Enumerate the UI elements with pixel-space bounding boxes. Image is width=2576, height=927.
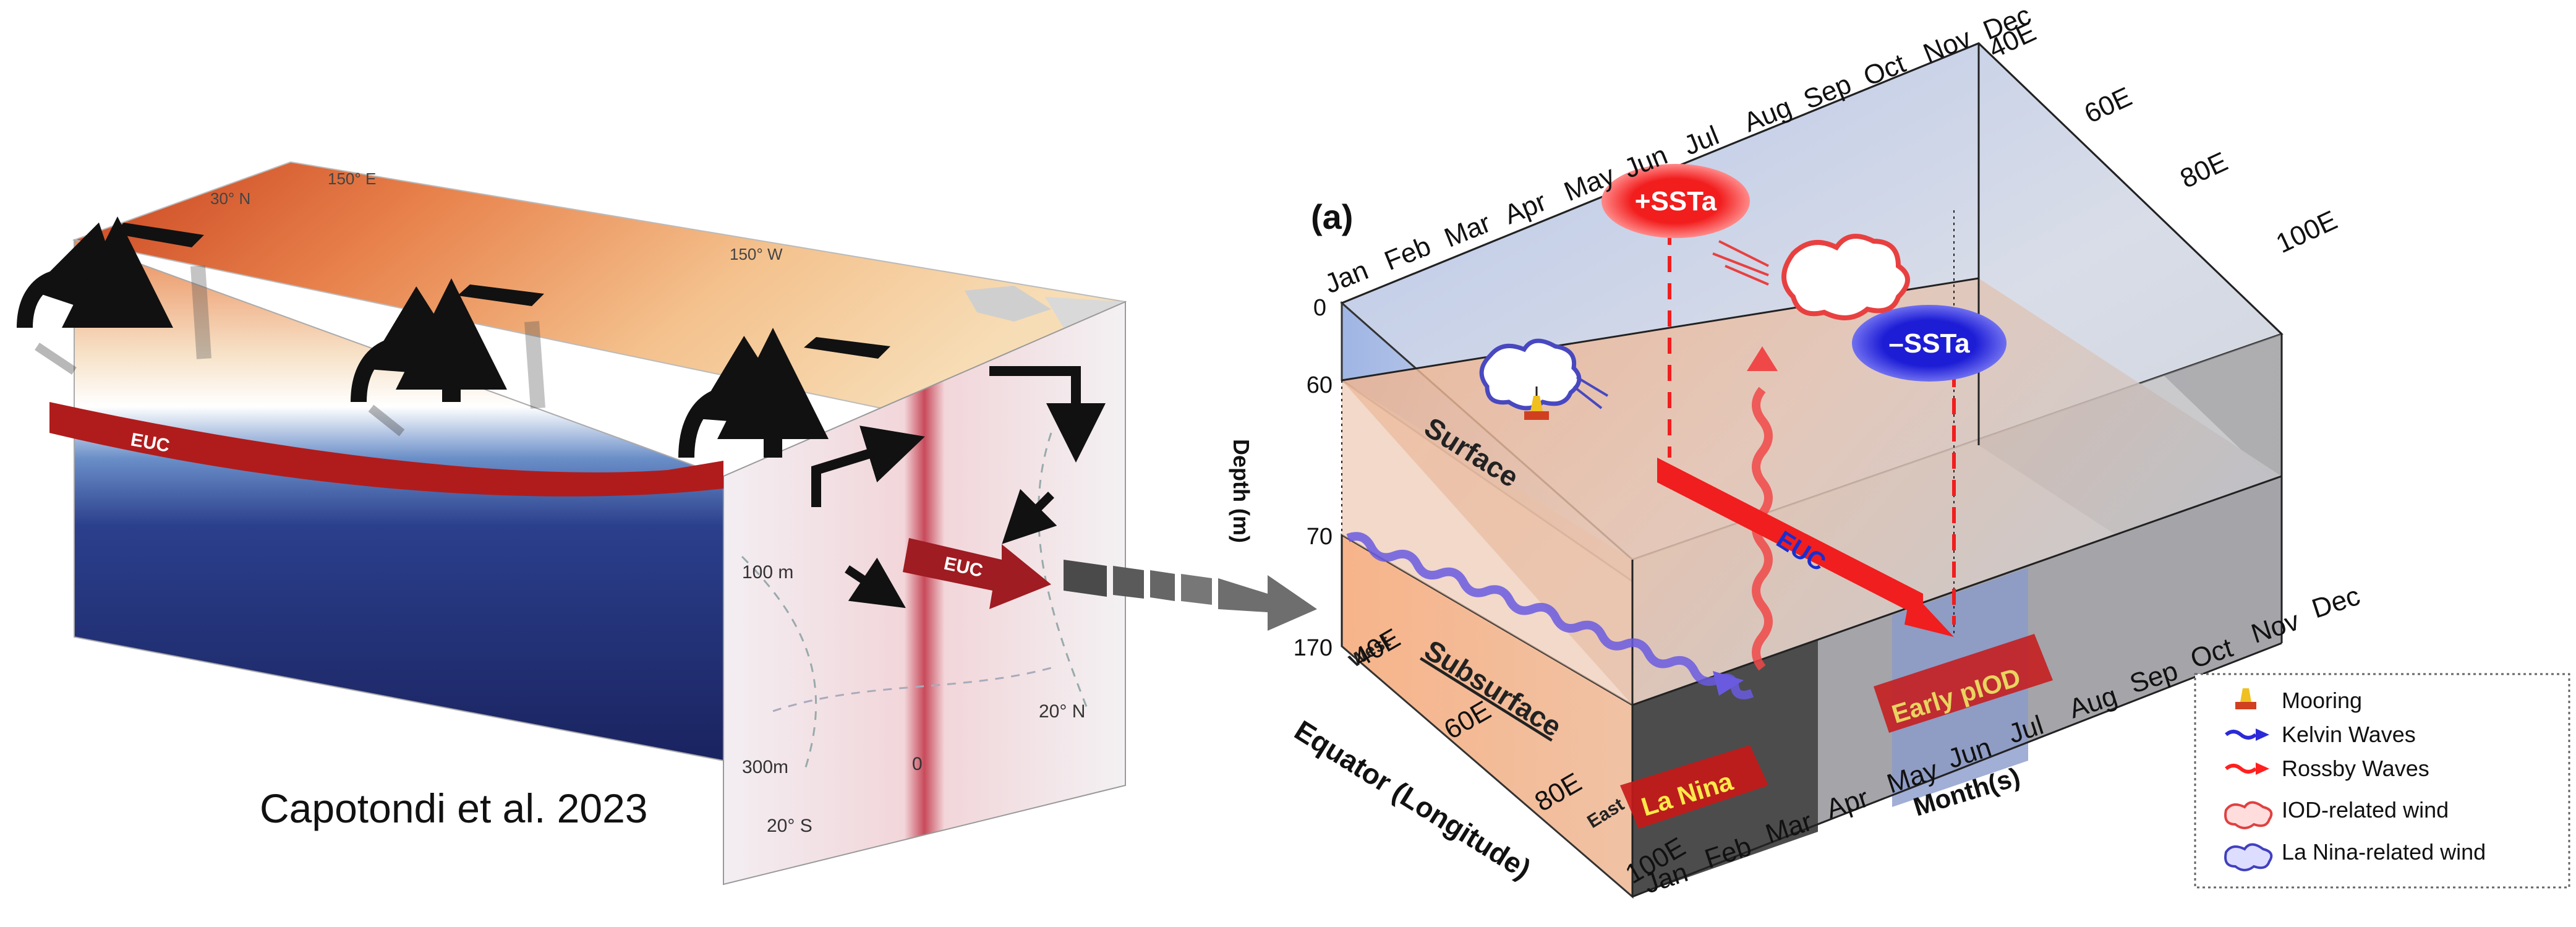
lat-label-north: 30° N — [210, 189, 250, 208]
legend-lanina-label: La Nina-related wind — [2282, 839, 2486, 865]
depth-tick-60: 60 — [1307, 372, 1333, 398]
wind-bar — [114, 223, 204, 247]
kelvin-wave — [1346, 532, 1754, 699]
euc-band — [49, 402, 723, 497]
legend-mooring-label: Mooring — [2282, 688, 2362, 713]
la-nina-box — [1620, 745, 1768, 829]
lon-right-label-1: 60E — [2080, 82, 2137, 129]
legend: Mooring Kelvin Waves Rossby Waves IOD-re… — [2194, 673, 2570, 889]
month-bottom-label-11: Dec — [2308, 581, 2364, 625]
euc-arrow — [903, 538, 1051, 609]
dotted-guides — [1341, 210, 2282, 637]
depth-tick-70: 70 — [1307, 524, 1333, 550]
legend-kelvin-label: Kelvin Waves — [2282, 722, 2416, 747]
depth-100-label: 100 m — [742, 562, 793, 583]
wind-bar — [804, 337, 890, 359]
depth-300-label: 300m — [742, 757, 788, 777]
lat-20s-label: 20° S — [767, 816, 812, 836]
legend-kelvin-icon — [2225, 728, 2269, 741]
lat-0-label: 0 — [912, 754, 923, 774]
cell-arrow — [1002, 489, 1057, 544]
euc-bar — [1657, 458, 1923, 618]
legend-lanina-cloud-icon — [2224, 843, 2273, 871]
isoline — [772, 667, 1052, 712]
cell-arrow — [845, 557, 906, 609]
depth-axis-label: Depth (m) — [1229, 439, 1254, 543]
meridional-section — [723, 301, 1126, 886]
land-patch — [965, 286, 1051, 322]
pos-ssta-ellipse — [1601, 164, 1750, 238]
rossby-wave-head — [1747, 346, 1778, 371]
neg-ssta-label: –SSTa — [1888, 328, 1970, 359]
legend-rossby-icon — [2225, 763, 2269, 775]
citation: Capotondi et al. 2023 — [260, 785, 647, 831]
pos-ssta-label: +SSTa — [1635, 186, 1717, 216]
depth-tick-0: 0 — [1313, 295, 1326, 321]
connector-arrow — [1064, 560, 1317, 631]
lon-right-label-2: 80E — [2176, 147, 2233, 194]
early-piod-box — [1874, 634, 2053, 733]
legend-iod-cloud-icon — [2224, 801, 2273, 829]
cell-arrow — [989, 366, 1106, 463]
legend-mooring-icon — [2235, 688, 2256, 709]
neg-ssta-ellipse — [1852, 305, 2007, 382]
cell-arrow — [678, 336, 802, 458]
lon-label-150w: 150° W — [730, 245, 783, 263]
euc-bar-head — [1904, 591, 1954, 637]
wind-bar — [458, 284, 544, 306]
legend-iod-label: IOD-related wind — [2282, 797, 2449, 822]
faded-arrows — [35, 265, 545, 437]
iod-wind-cloud-icon — [1712, 234, 1910, 320]
cell-arrow — [811, 425, 925, 507]
isoline — [1038, 432, 1090, 712]
circulation-arrows — [17, 216, 1106, 609]
depth-tick-170: 170 — [1294, 635, 1333, 661]
left-block-diagram: EUC EUC 30° N 150° E — [17, 161, 1127, 886]
lanina-wind-cloud-icon — [1479, 338, 1609, 411]
panel-label: (a) — [1311, 197, 1353, 236]
lat-20n-label: 20° N — [1039, 701, 1085, 722]
kelvin-wave-head — [1713, 671, 1744, 696]
lon-right-label-3: 100E — [2272, 205, 2342, 259]
lon-label-150e: 150° E — [328, 169, 376, 188]
right-block-diagram: EUC +SSTa –SSTa La Nina Early pIOD — [1229, 0, 2364, 900]
mooring-icon — [1524, 387, 1549, 420]
legend-rossby-label: Rossby Waves — [2282, 756, 2429, 781]
isoline — [741, 555, 817, 774]
